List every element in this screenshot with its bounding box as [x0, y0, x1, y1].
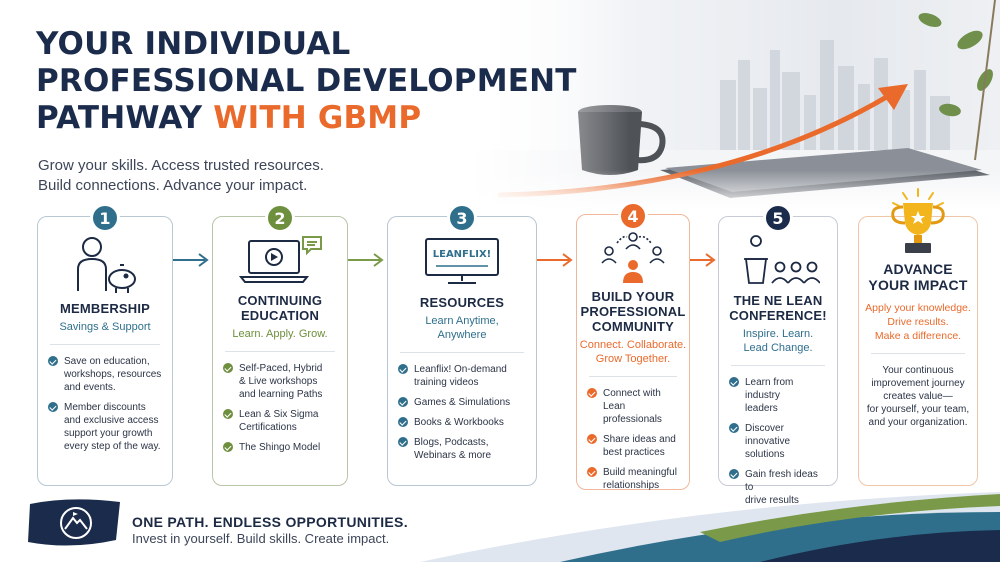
title-line-3: PATHWAY WITH GBMP — [36, 100, 577, 137]
list-item: Blogs, Podcasts,Webinars & more — [398, 436, 526, 462]
laptop-video-icon — [238, 236, 322, 283]
page-subtitle: Grow your skills. Access trusted resourc… — [38, 156, 338, 196]
step-number-badge: 2 — [265, 203, 295, 233]
connector-arrow-2-3 — [348, 253, 384, 267]
monitor-icon: LEANFLIX! — [425, 238, 499, 284]
divider — [589, 376, 677, 377]
footer-subline: Invest in yourself. Build skills. Create… — [132, 531, 390, 546]
list-item: The Shingo Model — [223, 441, 337, 454]
step-number-badge: 5 — [763, 203, 793, 233]
step-tagline: Connect. Collaborate.Grow Together. — [579, 339, 687, 365]
check-icon — [587, 388, 597, 398]
step-title: MEMBERSHIP — [59, 301, 151, 316]
check-icon — [398, 364, 408, 374]
network-people-icon — [601, 232, 665, 283]
step-number-badge: 4 — [618, 201, 648, 231]
divider — [50, 344, 160, 345]
list-item: Games & Simulations — [398, 396, 526, 409]
list-item: Books & Workbooks — [398, 416, 526, 429]
step-card-membership: 1 MEMBERSHIP Savings & Support Save on e… — [37, 203, 173, 486]
mountain-logo-icon — [60, 507, 92, 539]
title-line-1: YOUR INDIVIDUAL — [36, 26, 351, 62]
connector-arrow-3-4 — [537, 253, 573, 267]
divider — [225, 351, 335, 352]
divider — [400, 352, 524, 353]
check-icon — [729, 377, 739, 387]
title-line-3-plain: PATHWAY — [36, 100, 214, 136]
connector-arrow-4-5 — [690, 253, 716, 267]
step-number-badge: 1 — [90, 203, 120, 233]
step-tagline: Inspire. Learn.Lead Change. — [742, 328, 814, 354]
speaker-audience-icon — [744, 235, 820, 284]
subtitle-line-1: Grow your skills. Access trusted resourc… — [38, 157, 324, 174]
step-tagline: Learn Anytime,Anywhere — [425, 315, 499, 341]
check-icon — [48, 402, 58, 412]
subtitle-line-2: Build connections. Advance your impact. — [38, 177, 308, 194]
impact-tagline: Apply your knowledge.Drive results.Make … — [865, 302, 971, 342]
check-icon — [223, 442, 233, 452]
divider — [731, 365, 825, 366]
check-icon — [587, 434, 597, 444]
person-piggy-bank-icon — [77, 237, 136, 293]
trophy-icon — [891, 188, 945, 253]
step-tagline: Savings & Support — [59, 321, 151, 333]
check-icon — [48, 356, 58, 366]
leanflix-screen-text: LEANFLIX! — [433, 249, 492, 260]
check-icon — [398, 417, 408, 427]
divider — [871, 353, 965, 354]
step-tagline: Learn. Apply. Grow. — [232, 328, 328, 340]
title-line-2: PROFESSIONAL DEVELOPMENT — [36, 63, 577, 99]
check-icon — [398, 437, 408, 447]
check-icon — [729, 469, 739, 479]
check-icon — [398, 397, 408, 407]
plant-leaves-image — [918, 13, 993, 117]
connector-arrow-1-2 — [173, 253, 209, 267]
step-number-badge: 3 — [447, 203, 477, 233]
step-title: RESOURCES — [419, 295, 505, 310]
bottom-wave-decoration — [28, 492, 1000, 562]
check-icon — [587, 467, 597, 477]
check-icon — [223, 363, 233, 373]
check-icon — [223, 409, 233, 419]
page-title: YOUR INDIVIDUAL PROFESSIONAL DEVELOPMENT… — [36, 26, 577, 137]
footer-headline: ONE PATH. ENDLESS OPPORTUNITIES. — [132, 514, 408, 530]
check-icon — [729, 423, 739, 433]
step-card-resources: 3 LEANFLIX! RESOURCES Learn Anytime,Anyw… — [387, 203, 537, 486]
title-accent: WITH GBMP — [213, 100, 422, 136]
